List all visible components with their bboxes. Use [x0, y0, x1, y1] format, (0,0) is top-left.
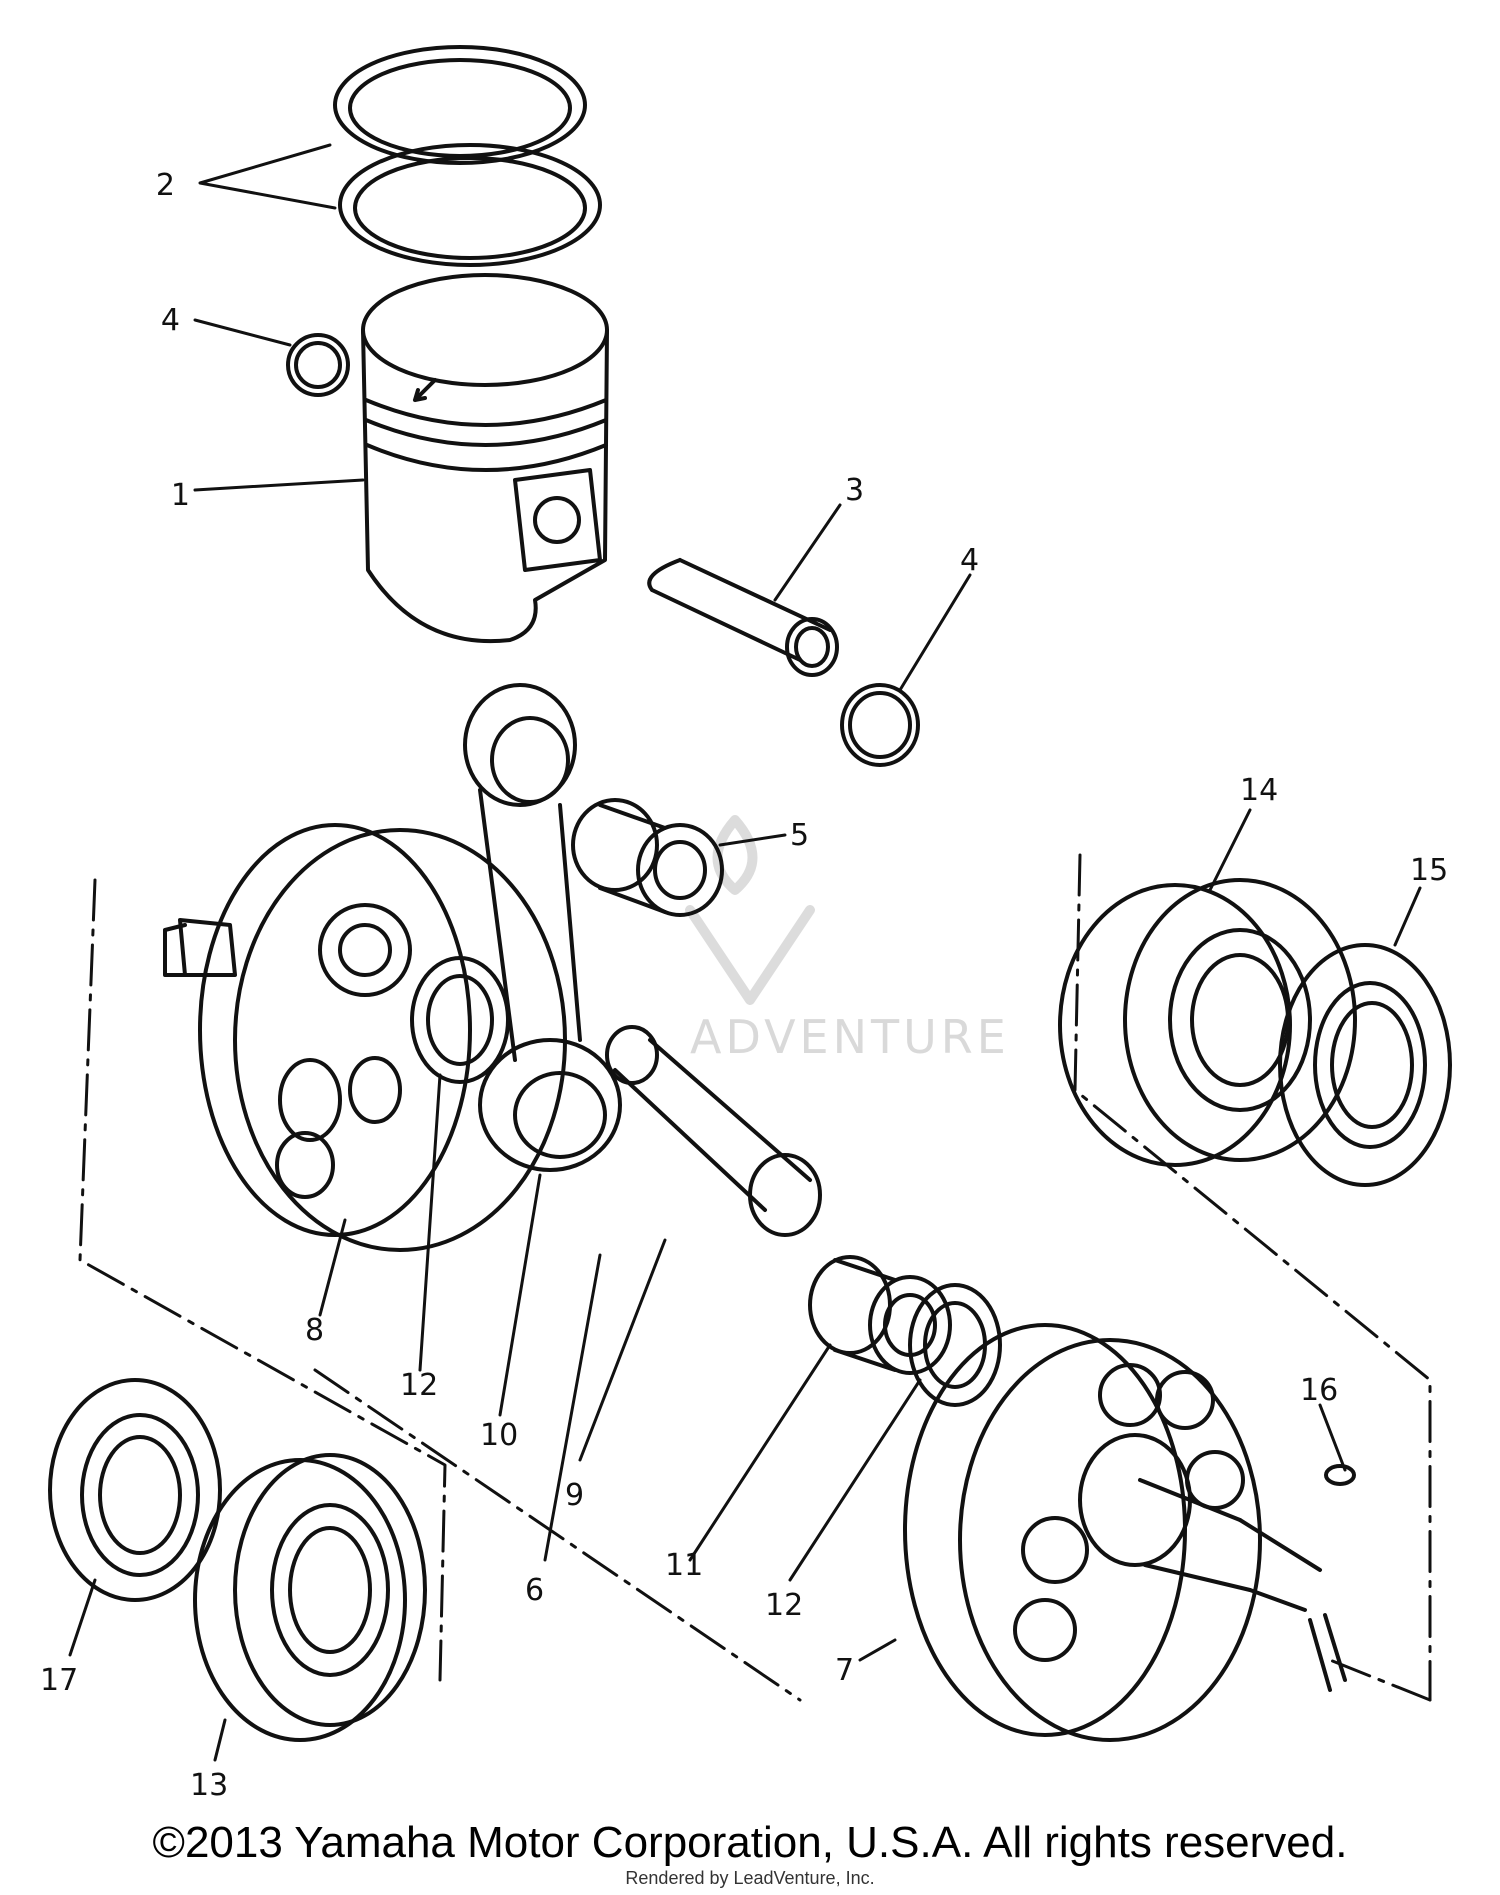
label-4-right: 4: [960, 543, 979, 578]
label-11: 11: [665, 1548, 703, 1583]
watermark-text: ADVENTURE: [690, 1010, 1010, 1064]
piston-pin-clip-right: [840, 683, 920, 767]
right-crank-wheel: [903, 1323, 1347, 1742]
piston-pin-clip-left: [286, 333, 350, 397]
label-16: 13: [190, 1768, 228, 1803]
watermark-logo: [685, 815, 815, 1005]
oil-seal-left: [48, 1378, 222, 1602]
left-crank-wheel: [163, 823, 567, 1252]
crank-pin: [605, 1025, 822, 1237]
connecting-rod: [463, 683, 622, 1172]
label-2: 2: [156, 168, 175, 203]
small-end-bearing: [571, 798, 724, 917]
main-bearing-left: [193, 1453, 427, 1742]
label-13: 14: [1240, 773, 1278, 808]
leader-lines: [68, 143, 1422, 1762]
label-9: 9: [565, 1478, 584, 1513]
label-14: 15: [1410, 853, 1448, 888]
label-6: 6: [525, 1573, 544, 1608]
label-3: 3: [845, 473, 864, 508]
main-bearing-right: [1058, 878, 1357, 1167]
rendered-by-credit: Rendered by LeadVenture, Inc.: [625, 1868, 875, 1888]
copyright-notice: ©2013 Yamaha Motor Corporation, U.S.A. A…: [152, 1818, 1348, 1867]
label-1: 1: [171, 478, 190, 513]
label-4-left: 4: [161, 303, 180, 338]
label-15: 16: [1300, 1373, 1338, 1408]
label-12-left: 12: [400, 1368, 438, 1403]
piston: [361, 273, 609, 644]
label-17: 17: [40, 1663, 78, 1698]
piston-rings: [333, 45, 602, 267]
label-5: 5: [790, 818, 809, 853]
big-end-bearing: [808, 1255, 952, 1375]
piston-pin: [647, 558, 839, 677]
label-12-right: 12: [765, 1588, 803, 1623]
woodruff-key: [1324, 1464, 1356, 1486]
part-labels: 2 4 1 3 4 5 14 15 16 8 12 10 9 6 11 12 7…: [40, 168, 1448, 1803]
thrust-washer-left: [410, 956, 510, 1084]
oil-seal-right: [1278, 943, 1452, 1187]
assembly-guide-lines: [78, 853, 1432, 1702]
label-7: 7: [835, 1653, 854, 1688]
label-8: 8: [305, 1313, 324, 1348]
label-10: 10: [480, 1418, 518, 1453]
